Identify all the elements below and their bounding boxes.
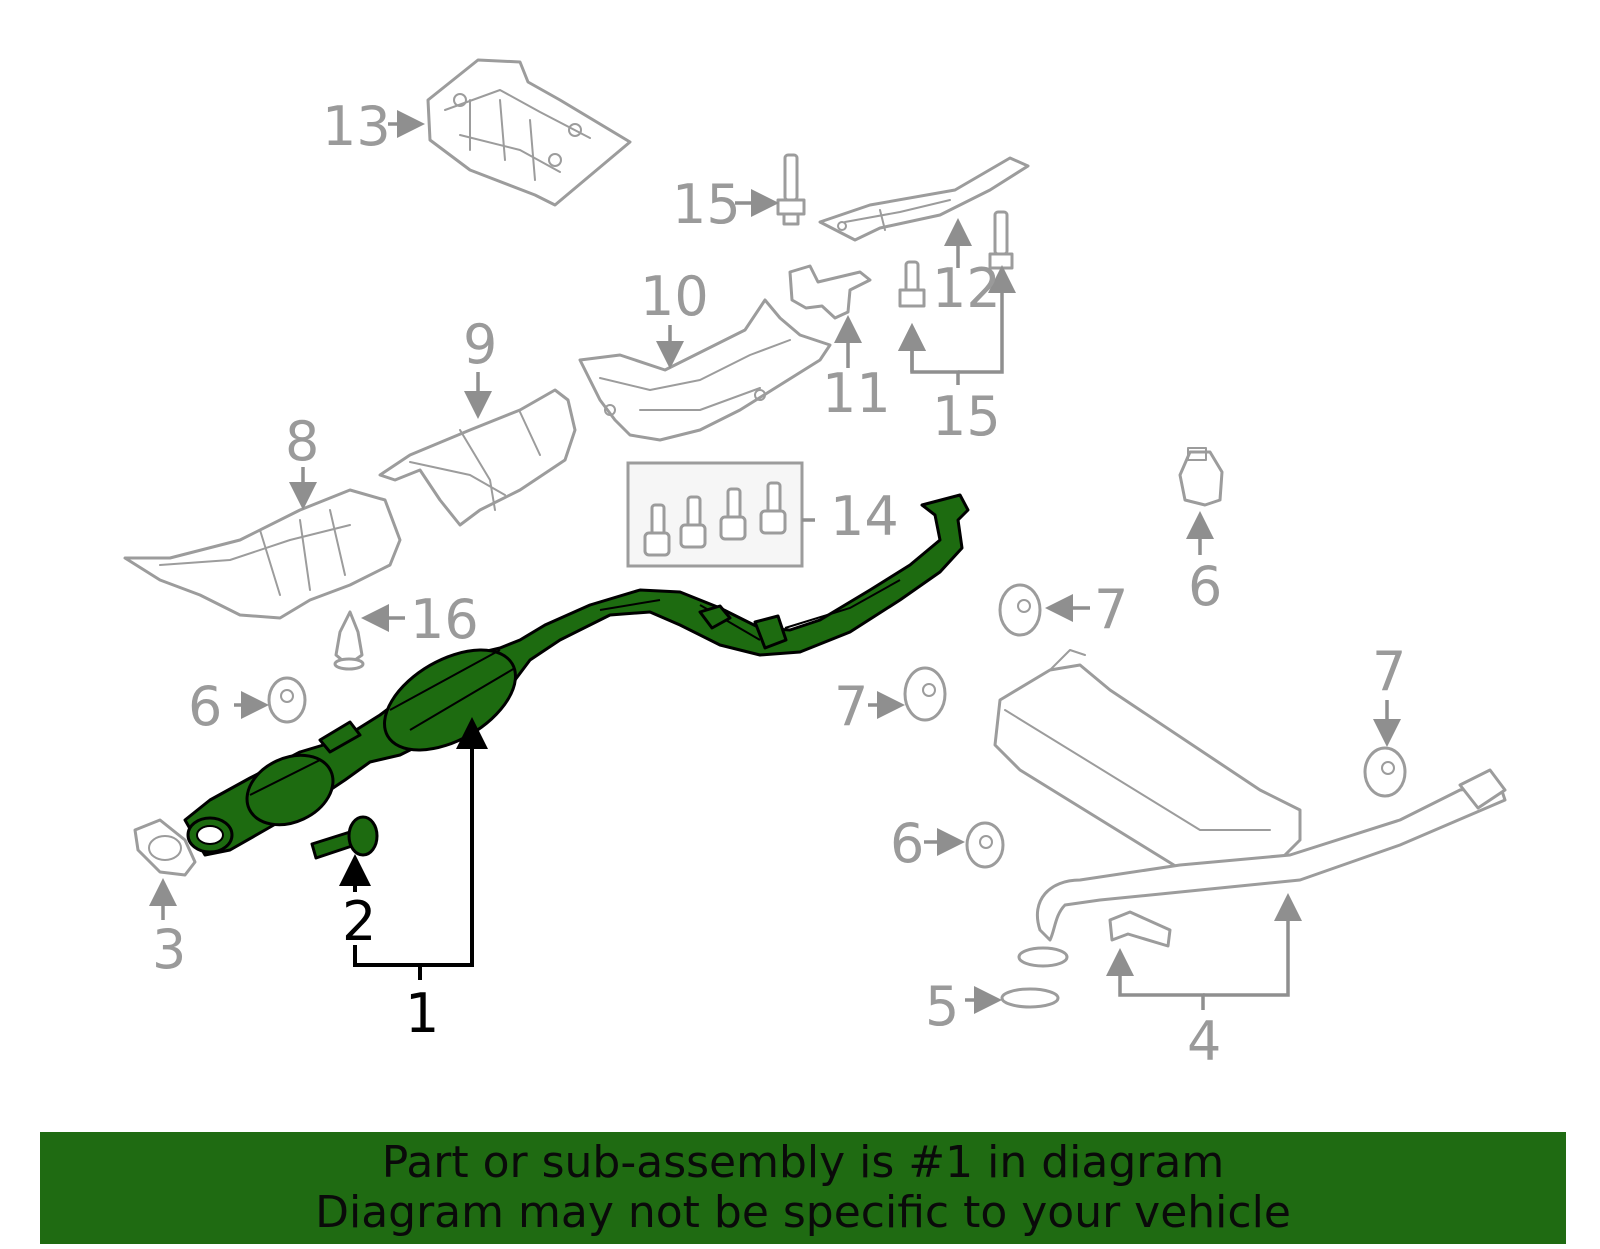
hanger-6-left bbox=[267, 676, 307, 724]
heat-shield-12 bbox=[818, 156, 1030, 242]
bracket-11 bbox=[788, 264, 872, 320]
callout-7-right: 7 bbox=[1372, 640, 1406, 703]
bolt-15-right bbox=[988, 210, 1014, 270]
gasket-3 bbox=[133, 818, 197, 877]
banner-line-1: Part or sub-assembly is #1 in diagram bbox=[381, 1137, 1225, 1188]
callout-10: 10 bbox=[640, 265, 709, 328]
callout-3: 3 bbox=[152, 918, 186, 981]
bolt-15-top bbox=[776, 153, 806, 226]
bolt-4 bbox=[1108, 910, 1172, 948]
hanger-6-mid bbox=[965, 821, 1005, 869]
leader-lines bbox=[149, 110, 1401, 1014]
callout-4: 4 bbox=[1187, 1010, 1221, 1073]
callout-5: 5 bbox=[925, 975, 959, 1038]
heat-shield-9 bbox=[378, 388, 577, 527]
callout-8: 8 bbox=[285, 410, 319, 473]
muffler-assembly-4 bbox=[993, 649, 1507, 968]
notice-banner: Part or sub-assembly is #1 in diagram Di… bbox=[40, 1132, 1566, 1244]
bolt-15-mid bbox=[898, 260, 926, 308]
heat-shield-8 bbox=[123, 488, 402, 620]
hanger-6-top bbox=[1178, 447, 1224, 507]
hanger-7-top bbox=[998, 583, 1042, 637]
callout-12: 12 bbox=[932, 257, 1001, 320]
hanger-7-right bbox=[1363, 746, 1407, 798]
gasket-5 bbox=[1000, 987, 1060, 1009]
callout-1: 1 bbox=[405, 982, 439, 1045]
hanger-7-left bbox=[903, 666, 947, 722]
callout-13: 13 bbox=[322, 95, 391, 158]
callout-6-top: 6 bbox=[1188, 555, 1222, 618]
callout-7-top: 7 bbox=[1094, 578, 1128, 641]
callout-15-top: 15 bbox=[672, 173, 741, 236]
callout-9: 9 bbox=[463, 313, 497, 376]
callout-2: 2 bbox=[342, 890, 376, 953]
callout-14: 14 bbox=[830, 485, 899, 548]
callout-6-mid: 6 bbox=[890, 812, 924, 875]
bolt-2 bbox=[310, 815, 379, 860]
clip-16 bbox=[333, 610, 365, 671]
bolt-box-14 bbox=[626, 461, 804, 568]
heat-shield-13 bbox=[426, 58, 632, 207]
leader-lines-highlight bbox=[339, 717, 488, 980]
callout-16: 16 bbox=[410, 588, 479, 651]
callout-7-left: 7 bbox=[834, 675, 868, 738]
banner-line-2: Diagram may not be specific to your vehi… bbox=[315, 1187, 1291, 1238]
heat-shield-10 bbox=[578, 298, 832, 442]
callout-6-left: 6 bbox=[188, 675, 222, 738]
front-exhaust-pipe-1 bbox=[183, 493, 970, 857]
callout-11: 11 bbox=[822, 362, 891, 425]
callout-15-bottom: 15 bbox=[932, 385, 1001, 448]
